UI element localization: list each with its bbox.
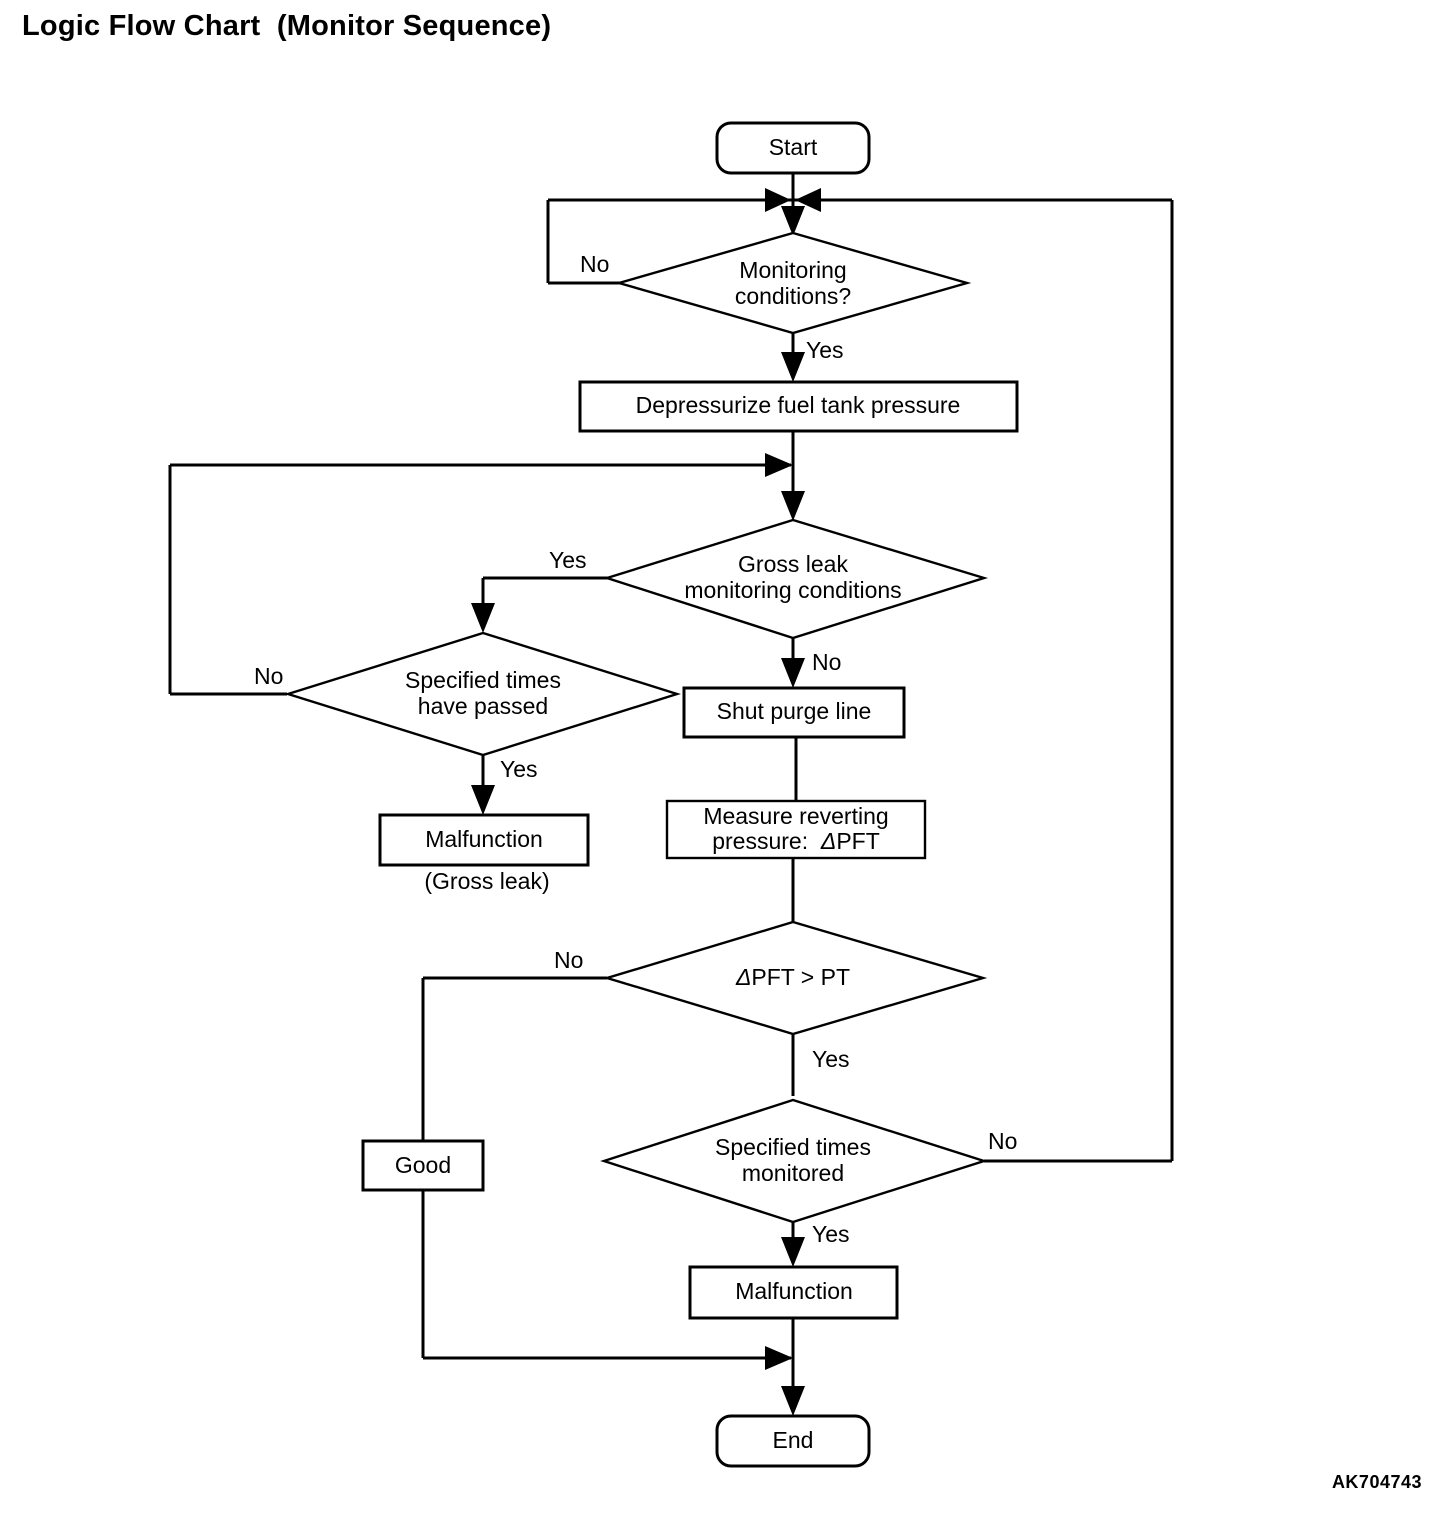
node-good[interactable]: Good [361,1139,485,1192]
node-shut-purge-line[interactable]: Shut purge line [682,686,906,739]
node-measure-reverting-pressure-label-line2: pressure: ΔPFT [712,828,880,854]
arrow-into-monitoring-conditions [781,206,805,236]
node-measure-reverting-pressure-label-line1: Measure reverting [703,803,888,829]
edge-label-monitoring-no: No [580,251,609,277]
node-end[interactable]: End [715,1414,871,1468]
node-malfunction-gross-leak-label: Malfunction [425,826,543,852]
arrow-top-from-right [795,188,821,212]
node-start[interactable]: Start [715,121,871,175]
edge-label-times-passed-no: No [254,663,283,689]
edge-label-grossleak-yes: Yes [549,547,587,573]
node-malfunction-gross-leak[interactable]: Malfunction [378,813,590,867]
node-depressurize[interactable]: Depressurize fuel tank pressure [578,380,1019,433]
node-specified-times-monitored[interactable]: Specified times monitored [600,1098,988,1224]
node-dpft-greater-than-pt[interactable]: ΔPFT > PT [602,920,988,1036]
node-gross-leak-conditions[interactable]: Gross leak monitoring conditions [603,518,989,640]
node-good-label: Good [395,1152,451,1178]
edge-label-monitoring-yes: Yes [806,337,844,363]
node-depressurize-label: Depressurize fuel tank pressure [636,392,961,418]
node-gross-leak-conditions-label-line2: monitoring conditions [684,577,901,603]
node-start-label: Start [769,134,818,160]
node-dpft-greater-than-pt-label: ΔPFT > PT [735,964,850,990]
node-end-label: End [773,1427,814,1453]
node-monitoring-conditions[interactable]: Monitoring conditions? [614,231,972,335]
node-malfunction-label: Malfunction [735,1278,853,1304]
arrow-good-into-end-column [765,1346,793,1370]
arrow-into-depressurize [781,352,805,382]
node-measure-reverting-pressure[interactable]: Measure reverting pressure: ΔPFT [665,799,927,860]
arrow-times-passed-no-into-column [765,453,793,477]
node-monitoring-conditions-label-line2: conditions? [735,283,851,309]
edge-label-times-monitored-yes: Yes [812,1221,850,1247]
node-gross-leak-conditions-label-line1: Gross leak [738,551,848,577]
node-specified-times-monitored-label-line1: Specified times [715,1134,871,1160]
caption-gross-leak: (Gross leak) [424,868,549,894]
page-title: Logic Flow Chart (Monitor Sequence) [22,10,552,42]
node-specified-times-have-passed-label-line1: Specified times [405,667,561,693]
arrow-into-gross-leak [781,491,805,521]
node-shut-purge-line-label: Shut purge line [717,698,872,724]
node-monitoring-conditions-label-line1: Monitoring [739,257,846,283]
edge-label-times-passed-yes: Yes [500,756,538,782]
edges-layer [168,173,1174,1416]
arrow-into-malfunction-grossleak [471,785,495,815]
nodes-layer: Start Monitoring conditions? Depressuriz… [283,121,1019,1468]
edge-labels-layer: No Yes Yes No No Yes No Yes No Yes [254,251,1017,1247]
edge-label-dpft-yes: Yes [812,1046,850,1072]
edge-label-dpft-no: No [554,947,583,973]
arrow-top-from-left [765,188,791,212]
arrow-into-malfunction [781,1237,805,1267]
arrow-into-times-passed [471,603,495,633]
node-specified-times-have-passed[interactable]: Specified times have passed [283,631,682,757]
edge-label-times-monitored-no: No [988,1128,1017,1154]
node-malfunction[interactable]: Malfunction [688,1265,899,1320]
edge-label-grossleak-no: No [812,649,841,675]
node-specified-times-monitored-label-line2: monitored [742,1160,844,1186]
arrow-into-end [781,1386,805,1416]
node-specified-times-have-passed-label-line2: have passed [418,693,548,719]
footer-code: AK704743 [1331,1472,1422,1492]
arrow-into-shut-purge [781,658,805,688]
